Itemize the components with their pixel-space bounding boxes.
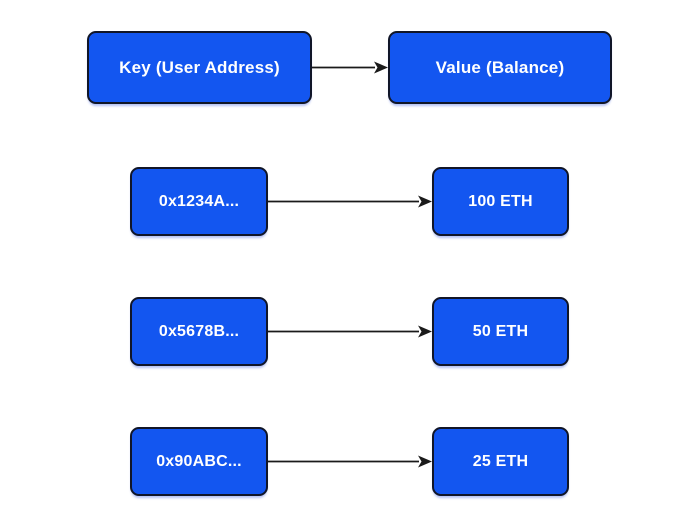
arrow-header (312, 61, 388, 74)
arrow-row-1 (268, 195, 432, 208)
node-value-row-2: 50 ETH (432, 297, 569, 366)
node-key-row-2: 0x5678B... (130, 297, 268, 366)
node-key-row-3-label: 0x90ABC... (156, 452, 242, 470)
node-value-row-2-label: 50 ETH (472, 322, 529, 340)
node-header-key-label: Key (User Address) (119, 57, 280, 77)
node-value-row-1: 100 ETH (432, 167, 569, 236)
node-value-row-3: 25 ETH (432, 427, 569, 496)
node-header-key: Key (User Address) (87, 31, 312, 104)
arrow-row-3 (268, 455, 432, 468)
node-header-value: Value (Balance) (388, 31, 612, 104)
node-key-row-2-label: 0x5678B... (158, 322, 240, 340)
arrow-row-2 (268, 325, 432, 338)
node-key-row-1: 0x1234A... (130, 167, 268, 236)
node-value-row-1-label: 100 ETH (468, 192, 533, 210)
node-key-row-3: 0x90ABC... (130, 427, 268, 496)
node-value-row-3-label: 25 ETH (472, 452, 529, 470)
node-key-row-1-label: 0x1234A... (158, 192, 240, 210)
node-header-value-label: Value (Balance) (435, 57, 565, 77)
